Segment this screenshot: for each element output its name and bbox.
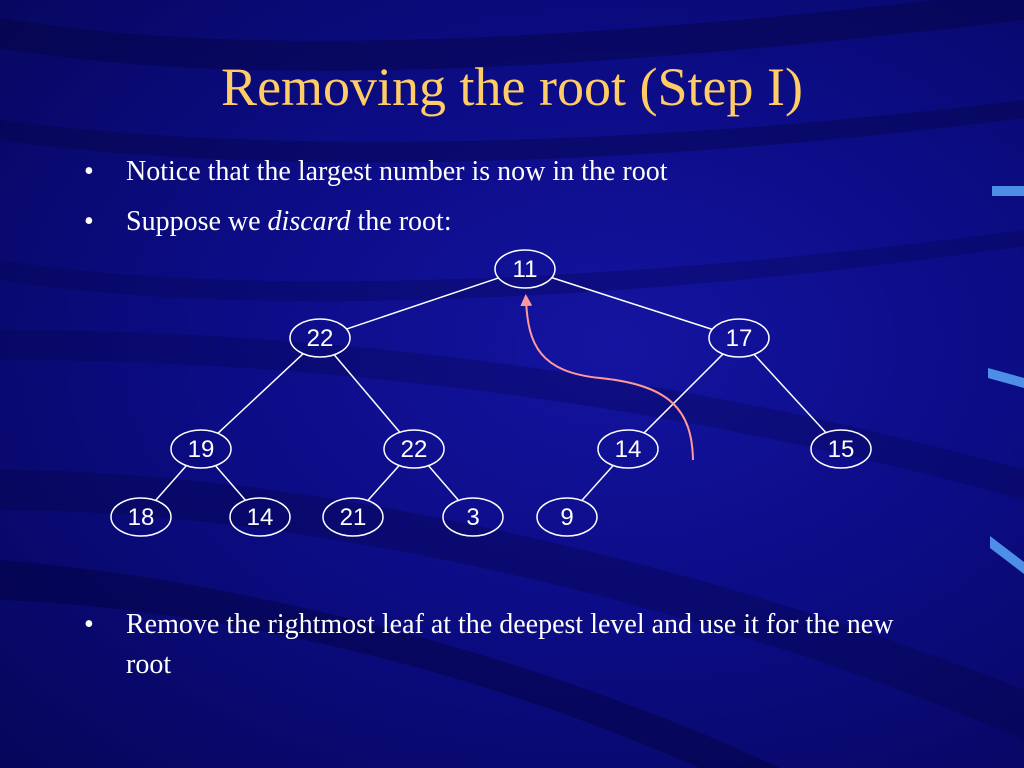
tree-node-value: 9 (560, 504, 573, 531)
tree-node-value: 14 (615, 436, 642, 463)
tree-node-circle (289, 318, 351, 358)
bullet-1: • Notice that the largest number is now … (84, 152, 924, 192)
tree-edge (217, 353, 304, 434)
tree-node-value: 19 (188, 436, 215, 463)
tree-node-circle (170, 429, 232, 469)
bullet-2: • Suppose we discard the root: (84, 202, 924, 242)
tree-node-value: 22 (307, 325, 334, 352)
tree-node-value: 17 (726, 325, 753, 352)
bullet-text-part: Suppose we (126, 206, 268, 237)
tree-node-value: 11 (513, 256, 538, 283)
slide-title: Removing the root (Step I) (221, 57, 803, 117)
tree-node-circle (708, 318, 770, 358)
bullet-text: Remove the rightmost leaf at the deepest… (126, 605, 924, 685)
move-arrow (520, 294, 694, 461)
tree-edge (367, 465, 400, 501)
tree-node-value: 21 (340, 504, 367, 531)
bullet-text-part: the root: (350, 206, 452, 237)
tree-node-circle (229, 497, 291, 537)
tree-node: 14 (597, 429, 659, 469)
edge-dash-2 (988, 368, 1024, 388)
tree-edges (155, 276, 827, 501)
tree-node: 11 (494, 249, 556, 289)
bullet-text-part: Remove the rightmost leaf at the deepest… (126, 609, 894, 680)
edge-dash-1 (992, 186, 1024, 196)
tree-node: 21 (322, 497, 384, 537)
tree-node-circle (536, 497, 598, 537)
bullet-dot: • (84, 156, 94, 187)
move-leaf-to-root-arrow (520, 294, 694, 461)
tree-edge (346, 277, 499, 330)
tree-nodes: 11 22 17 19 22 14 15 18 14 21 3 9 (110, 249, 872, 537)
bullet-3: • Remove the rightmost leaf at the deepe… (84, 605, 924, 685)
bullet-text-part: Notice that the largest number is now in… (126, 156, 668, 187)
bullet-dot: • (84, 206, 94, 237)
tree-edge (427, 465, 460, 501)
tree-edge (753, 353, 827, 434)
emphasized-text: discard (267, 206, 351, 237)
edge-dash-3 (990, 536, 1024, 574)
tree-node-circle (322, 497, 384, 537)
tree-node-circle (442, 497, 504, 537)
tree-node: 19 (170, 429, 232, 469)
tree-node: 22 (383, 429, 445, 469)
tree-node: 22 (289, 318, 351, 358)
tree-node-value: 22 (401, 436, 428, 463)
tree-edge (333, 354, 401, 433)
tree-node-value: 18 (128, 504, 155, 531)
tree-node-circle (383, 429, 445, 469)
tree-edge (214, 465, 247, 501)
tree-node-value: 3 (466, 504, 479, 531)
bullet-dot: • (84, 609, 94, 640)
tree-node: 9 (536, 497, 598, 537)
bullet-text: Suppose we discard the root: (126, 202, 924, 242)
tree-node: 18 (110, 497, 172, 537)
tree-edge (155, 465, 187, 501)
tree-node: 17 (708, 318, 770, 358)
tree-node-circle (110, 497, 172, 537)
bullet-text: Notice that the largest number is now in… (126, 152, 924, 192)
tree-node-circle (597, 429, 659, 469)
tree-node: 14 (229, 497, 291, 537)
tree-edge (643, 353, 724, 434)
tree-node: 3 (442, 497, 504, 537)
tree-node: 15 (810, 429, 872, 469)
tree-node-value: 14 (247, 504, 274, 531)
tree-node-circle (810, 429, 872, 469)
tree-node-circle (494, 249, 556, 289)
tree-edge (551, 276, 713, 331)
tree-node-value: 15 (828, 436, 855, 463)
tree-edge (581, 465, 614, 501)
